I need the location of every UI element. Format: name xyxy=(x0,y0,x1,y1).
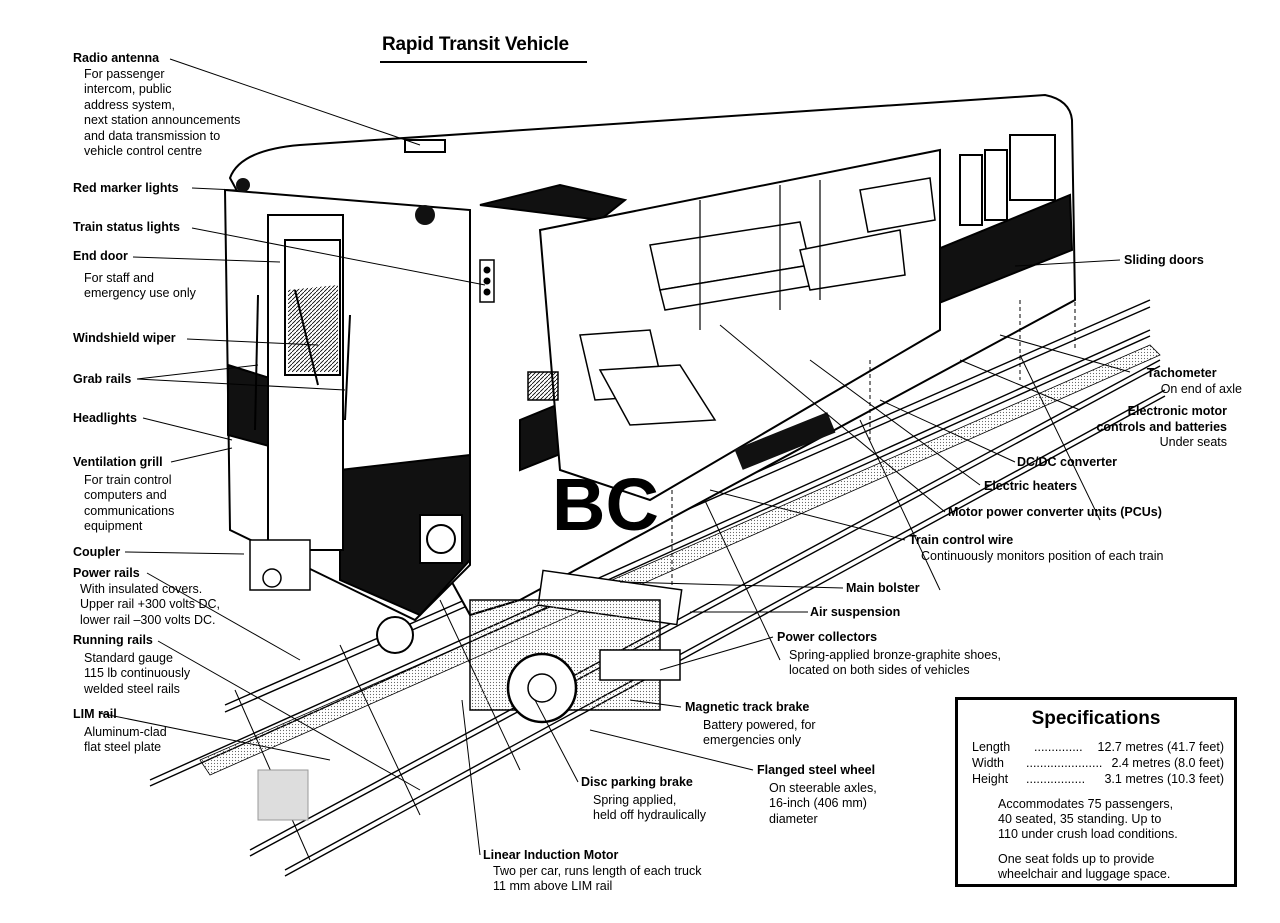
electronic-motor-heading: Electronic motor controls and batteries xyxy=(1096,404,1227,434)
power-collectors-desc: Spring-applied bronze-graphite shoes, lo… xyxy=(789,647,1001,678)
label-power-rails: Power rails With insulated covers. Upper… xyxy=(73,566,220,628)
spec-note-capacity: Accommodates 75 passengers, 40 seated, 3… xyxy=(998,797,1178,841)
leader-lines xyxy=(98,58,1131,856)
spec-value: 3.1 metres (10.3 feet) xyxy=(1104,772,1224,786)
spec-key: Width xyxy=(972,756,1004,770)
red-marker-light-left xyxy=(236,178,250,192)
car-lettering: BC xyxy=(552,463,659,546)
label-sliding-doors: Sliding doors xyxy=(1124,253,1204,269)
linear-induction-motor-heading: Linear Induction Motor xyxy=(483,848,619,862)
dashed-leaders xyxy=(671,295,1076,585)
motor-power-converter-heading: Motor power converter units (PCUs) xyxy=(948,505,1162,519)
dcdc-converter-heading: DC/DC converter xyxy=(1017,455,1118,469)
coupler-heading: Coupler xyxy=(73,545,121,559)
spec-dots: ................. xyxy=(1026,772,1086,786)
grab-rails-unit xyxy=(254,294,351,431)
label-electronic-motor: Electronic motor controls and batteries … xyxy=(1096,404,1227,451)
spec-value: 12.7 metres (41.7 feet) xyxy=(1097,740,1224,754)
label-radio-antenna: Radio antenna For passenger intercom, pu… xyxy=(73,51,240,160)
end-door-heading: End door xyxy=(73,249,128,263)
label-motor-power-converter: Motor power converter units (PCUs) xyxy=(948,505,1162,521)
train-control-wire-heading: Train control wire xyxy=(909,533,1014,547)
spec-key: Height xyxy=(972,772,1009,786)
electric-heaters-heading: Electric heaters xyxy=(984,479,1078,493)
train-status-lights-heading: Train status lights xyxy=(73,220,180,234)
title-underline xyxy=(380,61,587,63)
label-power-collectors: Power collectors Spring-applied bronze-g… xyxy=(777,630,1001,679)
tachometer-desc: On end of axle xyxy=(1160,381,1242,396)
label-magnetic-track-brake: Magnetic track brake Battery powered, fo… xyxy=(685,700,816,749)
flanged-steel-wheel-desc: On steerable axles, 16-inch (406 mm) dia… xyxy=(769,780,877,826)
windshield-wiper-heading: Windshield wiper xyxy=(73,331,176,345)
disc-parking-brake-desc: Spring applied, held off hydraulically xyxy=(593,792,707,823)
truck-assembly xyxy=(249,539,683,724)
ventilation-grill-unit xyxy=(527,371,559,401)
interior-poles xyxy=(699,180,821,330)
label-end-door: End door For staff and emergency use onl… xyxy=(73,249,196,302)
lim-rail-plate xyxy=(199,344,1161,776)
label-grab-rails: Grab rails xyxy=(73,372,131,388)
linear-induction-motor-desc: Two per car, runs length of each truck 1… xyxy=(493,863,702,894)
specifications-heading: Specifications xyxy=(1031,708,1161,729)
sliding-doors-heading: Sliding doors xyxy=(1124,253,1204,267)
lim-rail-desc: Aluminum-clad flat steel plate xyxy=(84,724,167,755)
train-status-lights-unit xyxy=(479,259,495,303)
diagram-title: Rapid Transit Vehicle xyxy=(382,34,569,55)
label-train-control-wire: Train control wire Continuously monitors… xyxy=(909,533,1164,564)
lim-rail-end-block xyxy=(257,769,309,821)
grab-rails-heading: Grab rails xyxy=(73,372,132,386)
interior-seats xyxy=(579,177,936,426)
underfloor-equipment xyxy=(734,412,836,470)
disc-parking-brake-heading: Disc parking brake xyxy=(581,775,693,789)
ventilation-grill-heading: Ventilation grill xyxy=(73,455,163,469)
red-marker-light-right xyxy=(415,205,435,225)
headlights-heading: Headlights xyxy=(73,411,137,425)
label-running-rails: Running rails Standard gauge 115 lb cont… xyxy=(73,633,190,697)
electronic-motor-desc: Under seats xyxy=(1159,435,1227,449)
magnetic-track-brake-desc: Battery powered, for emergencies only xyxy=(703,717,816,748)
power-collectors-heading: Power collectors xyxy=(777,630,878,644)
label-dcdc-converter: DC/DC converter xyxy=(1017,455,1117,471)
label-red-marker-lights: Red marker lights xyxy=(73,181,179,197)
label-train-status-lights: Train status lights xyxy=(73,220,180,236)
spec-note-wheelchair: One seat folds up to provide wheelchair … xyxy=(998,852,1171,881)
label-headlights: Headlights xyxy=(73,411,137,427)
label-windshield-wiper: Windshield wiper xyxy=(73,331,176,347)
main-bolster-heading: Main bolster xyxy=(846,581,920,595)
headlight-unit xyxy=(419,514,463,564)
label-disc-parking-brake: Disc parking brake Spring applied, held … xyxy=(581,775,706,824)
air-suspension-heading: Air suspension xyxy=(810,605,901,619)
label-ventilation-grill: Ventilation grill For train control comp… xyxy=(73,455,174,535)
spec-key: Length xyxy=(972,740,1011,754)
power-rails-heading: Power rails xyxy=(73,566,140,580)
lim-rail-heading: LIM rail xyxy=(73,707,117,721)
label-main-bolster: Main bolster xyxy=(846,581,920,597)
magnetic-track-brake-heading: Magnetic track brake xyxy=(685,700,810,714)
spec-value: 2.4 metres (8.0 feet) xyxy=(1111,756,1224,770)
label-lim-rail: LIM rail Aluminum-clad flat steel plate xyxy=(73,707,167,756)
red-marker-lights-heading: Red marker lights xyxy=(73,181,179,195)
radio-antenna-desc: For passenger intercom, public address s… xyxy=(84,66,241,159)
radio-antenna-heading: Radio antenna xyxy=(73,51,160,65)
label-linear-induction-motor: Linear Induction Motor Two per car, runs… xyxy=(483,848,701,895)
label-tachometer: Tachometer On end of axle xyxy=(1147,366,1242,397)
tachometer-heading: Tachometer xyxy=(1146,366,1217,380)
label-coupler: Coupler xyxy=(73,545,120,561)
spec-dots: .............. xyxy=(1034,740,1083,754)
label-electric-heaters: Electric heaters xyxy=(984,479,1077,495)
ventilation-grill-desc: For train control computers and communic… xyxy=(84,472,175,534)
power-rails-desc: With insulated covers. Upper rail +300 v… xyxy=(80,581,220,627)
train-control-wire-desc: Continuously monitors position of each t… xyxy=(921,548,1164,563)
flanged-steel-wheel-heading: Flanged steel wheel xyxy=(757,763,876,777)
spec-dots: ...................... xyxy=(1026,756,1103,770)
label-air-suspension: Air suspension xyxy=(810,605,900,621)
running-rails-heading: Running rails xyxy=(73,633,153,647)
label-flanged-steel-wheel: Flanged steel wheel On steerable axles, … xyxy=(757,763,877,827)
specifications-box: Specifications Length .............. 12.… xyxy=(955,697,1237,887)
end-door-desc: For staff and emergency use only xyxy=(84,270,196,301)
windshield-wiper-arm xyxy=(294,289,319,386)
running-rails-desc: Standard gauge 115 lb continuously welde… xyxy=(84,650,191,696)
